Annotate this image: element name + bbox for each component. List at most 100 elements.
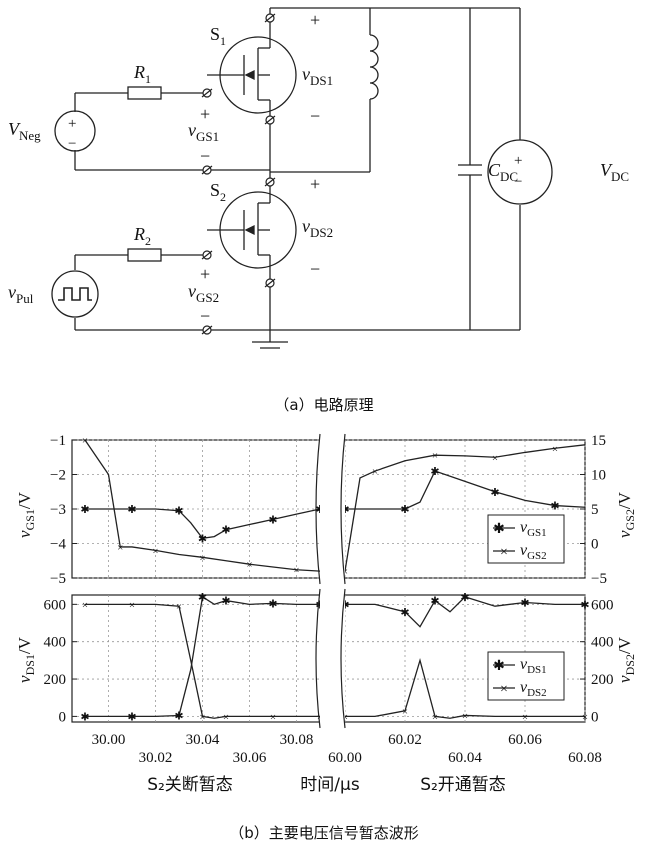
series-line-vDS2 [85, 603, 320, 719]
point-vDS2: × [432, 711, 438, 723]
xlabel-turn-off: S₂关断暂态 [147, 775, 233, 795]
point-vGS2: × [199, 552, 205, 564]
point-vGS2: × [246, 559, 252, 571]
y-tick-right: 200 [591, 672, 614, 688]
point-vDS2: × [223, 711, 229, 723]
x-tick-left: 30.00 [92, 732, 126, 748]
caption-b: （b）主要电压信号暂态波形 [229, 824, 419, 842]
svg-text:vDS2/V: vDS2/V [615, 636, 637, 683]
vds2-label: vDS2 [302, 216, 333, 240]
point-vGS1: ✱ [198, 533, 207, 545]
plus-mark: + [200, 104, 210, 124]
svg-text:×: × [500, 545, 508, 560]
point-vDS2: × [522, 711, 528, 723]
xlabel-turn-on: S₂开通暂态 [420, 775, 506, 795]
point-vDS2: × [176, 601, 182, 613]
series-line-vDS1 [345, 596, 585, 628]
x-tick-left: 30.08 [280, 732, 314, 748]
vneg-label: VNeg [8, 119, 41, 143]
vneg-source [54, 110, 96, 152]
point-vGS1: ✱ [221, 525, 230, 537]
point-vGS2: × [432, 450, 438, 462]
caption-a: （a）电路原理 [274, 396, 373, 414]
series-line-vDS2 [345, 657, 585, 719]
legend-vgs2: vGS2 [520, 542, 547, 562]
point-vDS1: ✱ [198, 592, 207, 604]
point-vDS2: × [129, 599, 135, 611]
series-line-vGS1 [85, 508, 321, 540]
svg-text:×: × [500, 682, 508, 697]
s2-label: S2 [210, 180, 226, 204]
series-line-vDS1 [85, 595, 320, 718]
point-vDS2: × [82, 599, 88, 611]
svg-text:vGS1/V: vGS1/V [15, 491, 37, 538]
svg-text:vDS1/V: vDS1/V [15, 636, 37, 683]
point-vGS2: × [552, 443, 558, 455]
x-tick-right: 60.00 [328, 750, 362, 766]
cdc-label: CDC [488, 160, 518, 184]
y-tick-left: 0 [59, 709, 67, 725]
point-vDS1: ✱ [460, 592, 469, 604]
bottom-ylabel-right: vDS2/V [615, 636, 637, 683]
vpul-label: vPul [8, 282, 34, 306]
minus-mark: − [310, 106, 320, 126]
top-ylabel-right: vGS2/V [615, 491, 637, 538]
series-line-vGS1 [345, 470, 586, 510]
plus-mark: + [310, 174, 320, 194]
y-tick-left: −3 [50, 502, 66, 518]
vdc-label: VDC [600, 160, 629, 184]
point-vGS2: × [152, 545, 158, 557]
legend-vgs1: vGS1 [520, 519, 547, 539]
point-vGS1: ✱ [174, 506, 183, 518]
point-vDS2: × [402, 706, 408, 718]
r1-resistor [127, 86, 162, 100]
terminals [201, 13, 276, 335]
vds1-label: vDS1 [302, 64, 333, 88]
point-vGS1: ✱ [400, 504, 409, 516]
y-tick-left: 200 [44, 672, 67, 688]
plot-panel-2: 60040020006004002000✱✱✱✱✱✱✱✱✱✱✱✱✱×××××××… [44, 588, 614, 729]
x-tick-left: 30.04 [186, 732, 220, 748]
point-vDS2: × [270, 711, 276, 723]
y-tick-right: 400 [591, 635, 614, 651]
plot-panel-1: −1−2−3−4−5151050−5✱✱✱✱✱✱✱✱✱✱✱✱××××××××××… [50, 433, 607, 587]
point-vDS1: ✱ [80, 711, 89, 723]
x-tick-left: 30.02 [139, 750, 173, 766]
point-vGS1: ✱ [490, 487, 499, 499]
bottom-legend: ✱ vDS1 × vDS2 [487, 651, 565, 701]
y-tick-left: −4 [50, 537, 66, 553]
xlabel-time: 时间/μs [300, 775, 360, 795]
legend-vds1: vDS1 [520, 656, 547, 676]
point-vDS1: ✱ [520, 597, 529, 609]
svg-text:✱: ✱ [493, 659, 505, 674]
y-tick-left: −1 [50, 433, 66, 449]
x-tick-right: 60.04 [448, 750, 482, 766]
y-tick-right: −5 [591, 571, 607, 587]
y-tick-left: 400 [44, 635, 67, 651]
vdc-source [487, 139, 553, 205]
minus-mark: − [200, 146, 210, 166]
point-vGS2: × [293, 565, 299, 577]
minus-mark: − [68, 136, 76, 152]
waveform-plots: −1−2−3−4−5151050−5✱✱✱✱✱✱✱✱✱✱✱✱××××××××××… [44, 433, 614, 766]
point-vGS1: ✱ [550, 501, 559, 513]
break-curve [340, 433, 346, 585]
point-vDS1: ✱ [580, 599, 589, 611]
point-vDS1: ✱ [174, 710, 183, 722]
point-vDS2: × [462, 710, 468, 722]
vgs1-label: vGS1 [188, 120, 219, 144]
circuit-diagram [51, 7, 553, 349]
minus-mark: − [310, 259, 320, 279]
svg-text:vGS2/V: vGS2/V [615, 491, 637, 538]
point-vGS1: ✱ [127, 504, 136, 516]
plus-mark: + [310, 10, 320, 30]
series-line-vGS2 [344, 444, 586, 572]
vgs2-label: vGS2 [188, 281, 219, 305]
x-tick-right: 60.06 [508, 732, 542, 748]
y-tick-right: 5 [591, 502, 599, 518]
r2-resistor [127, 248, 162, 262]
x-axis-ticks: 30.0030.0230.0430.0630.0860.0060.0260.04… [92, 732, 602, 766]
svg-text:✱: ✱ [493, 522, 505, 537]
point-vGS2: × [82, 435, 88, 447]
y-tick-left: −5 [50, 571, 66, 587]
